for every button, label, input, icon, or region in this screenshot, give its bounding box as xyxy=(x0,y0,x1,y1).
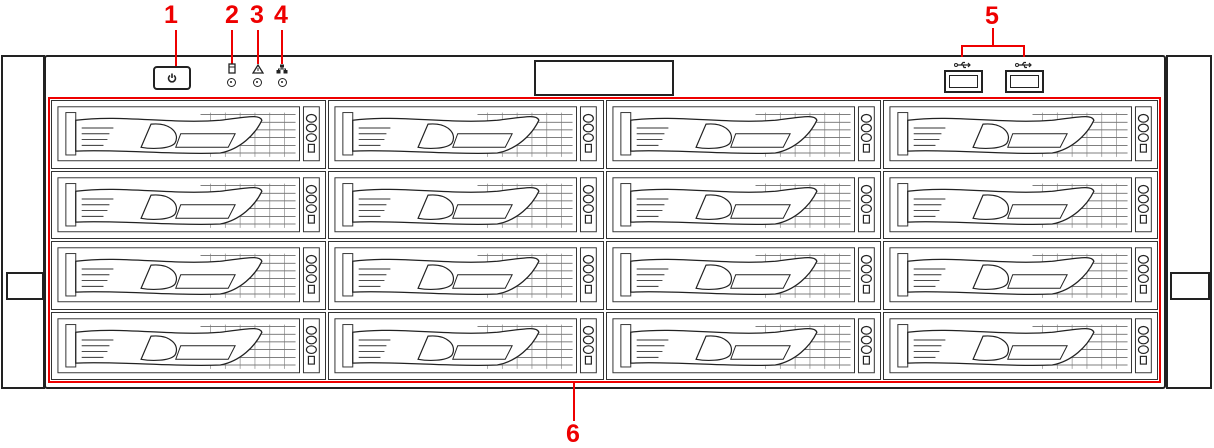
alarm-icon xyxy=(252,64,264,74)
front-display-window xyxy=(534,60,674,96)
callout-4: 4 xyxy=(274,1,288,29)
hdd-tray-drawing xyxy=(57,317,320,373)
hdd-bay-16[interactable] xyxy=(882,311,1158,380)
hdd-bay-8[interactable] xyxy=(882,170,1158,239)
hdd-bay-3[interactable] xyxy=(605,100,881,169)
hdd-tray-drawing xyxy=(334,247,598,303)
right-handle[interactable] xyxy=(1170,272,1210,300)
hdd-tray-drawing xyxy=(611,106,875,162)
hdd-tray-drawing xyxy=(57,176,320,232)
hdd-tray-drawing xyxy=(889,247,1152,303)
hdd-bay-15[interactable] xyxy=(605,311,881,380)
callout-5: 5 xyxy=(985,2,999,30)
hdd-tray-drawing xyxy=(334,317,598,373)
callout-3-line xyxy=(257,30,259,64)
usb-icon xyxy=(1015,61,1032,69)
hdd-bay-array xyxy=(48,97,1161,383)
power-icon xyxy=(167,73,177,83)
usb-port-1[interactable] xyxy=(944,70,983,93)
hdd-tray-drawing xyxy=(334,176,598,232)
callout-1: 1 xyxy=(164,1,178,29)
callout-5-line xyxy=(992,28,994,46)
hdd-icon xyxy=(228,63,236,74)
callout-5-right-leg xyxy=(1023,45,1025,57)
hdd-bay-14[interactable] xyxy=(328,311,604,380)
hdd-bay-12[interactable] xyxy=(882,241,1158,310)
alarm-led xyxy=(253,78,262,87)
power-button[interactable] xyxy=(153,66,191,90)
hdd-tray-drawing xyxy=(334,106,598,162)
network-icon xyxy=(276,64,288,74)
hdd-bay-1[interactable] xyxy=(51,100,327,169)
callout-5-left-leg xyxy=(961,45,963,57)
hdd-bay-9[interactable] xyxy=(51,241,327,310)
hdd-tray-drawing xyxy=(611,176,875,232)
hdd-bay-6[interactable] xyxy=(328,170,604,239)
callout-4-line xyxy=(281,30,283,64)
left-handle[interactable] xyxy=(6,272,44,300)
hdd-bay-11[interactable] xyxy=(605,241,881,310)
callout-1-line xyxy=(175,30,177,66)
callout-3: 3 xyxy=(250,1,264,29)
callout-6: 6 xyxy=(566,420,580,448)
hdd-tray-drawing xyxy=(611,247,875,303)
callout-6-line xyxy=(573,381,575,421)
hdd-tray-drawing xyxy=(57,247,320,303)
hdd-bay-7[interactable] xyxy=(605,170,881,239)
right-rack-ear xyxy=(1166,55,1212,389)
hdd-bay-4[interactable] xyxy=(882,100,1158,169)
hdd-tray-drawing xyxy=(57,106,320,162)
hdd-bay-2[interactable] xyxy=(328,100,604,169)
callout-2: 2 xyxy=(225,1,239,29)
network-led xyxy=(278,78,287,87)
hdd-bay-10[interactable] xyxy=(328,241,604,310)
hdd-tray-drawing xyxy=(889,176,1152,232)
hdd-bay-5[interactable] xyxy=(51,170,327,239)
usb-icon xyxy=(954,61,971,69)
hdd-tray-drawing xyxy=(889,317,1152,373)
callout-2-line xyxy=(231,30,233,64)
callout-5-bracket xyxy=(961,45,1025,47)
left-rack-ear xyxy=(1,55,45,389)
hdd-bay-13[interactable] xyxy=(51,311,327,380)
usb-port-2[interactable] xyxy=(1005,70,1044,93)
hdd-led xyxy=(227,78,236,87)
hdd-tray-drawing xyxy=(889,106,1152,162)
hdd-tray-drawing xyxy=(611,317,875,373)
